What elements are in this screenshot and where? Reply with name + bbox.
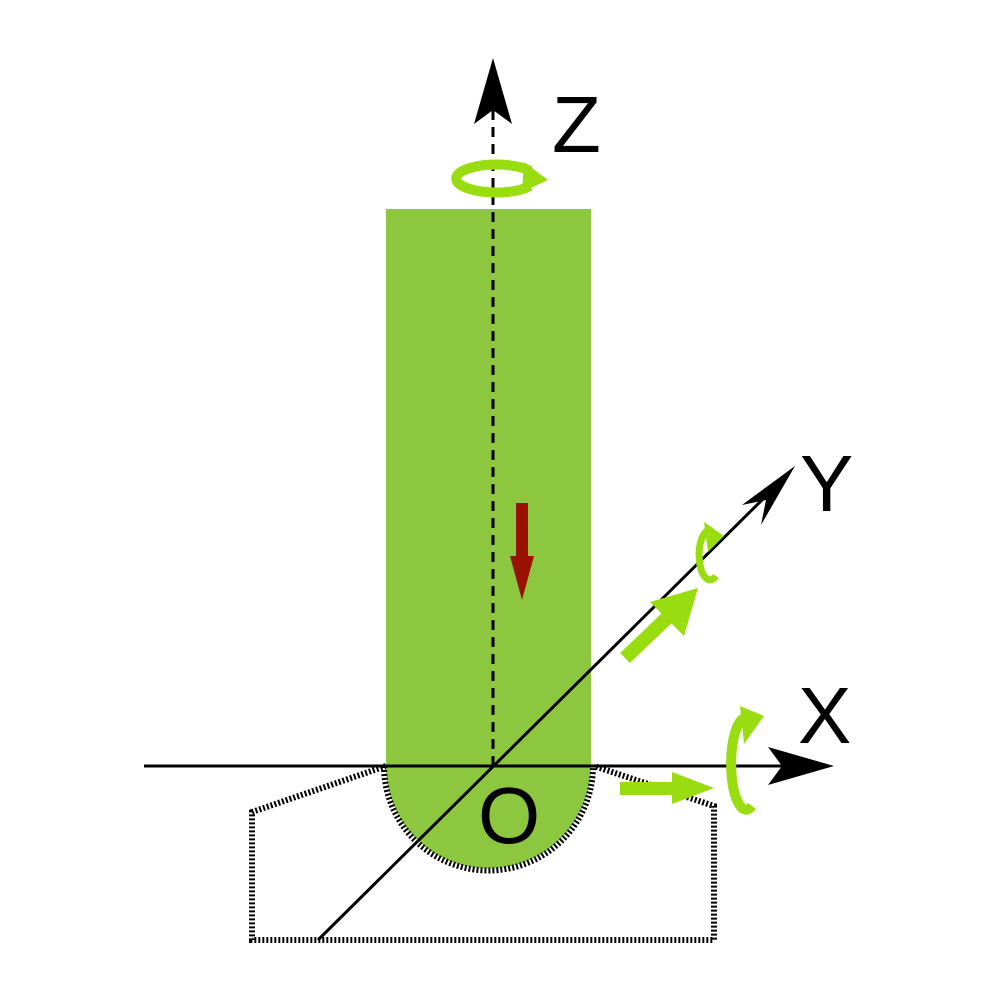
y-axis-label: Y bbox=[800, 439, 854, 528]
z-axis-arrowhead bbox=[474, 58, 512, 124]
origin-label: O bbox=[478, 771, 541, 860]
tool-body bbox=[386, 209, 591, 869]
x-rotation-icon bbox=[726, 706, 764, 815]
x-translation-arrow-icon bbox=[620, 772, 714, 804]
workpiece-outline bbox=[249, 763, 717, 943]
y-translation-arrow-icon bbox=[620, 588, 698, 664]
z-feed-arrow-icon bbox=[510, 503, 534, 600]
z-rotation-icon bbox=[451, 159, 548, 198]
x-axis-label: X bbox=[798, 671, 852, 760]
tool-tip-contact-arc bbox=[381, 765, 596, 874]
z-axis-label: Z bbox=[552, 80, 601, 169]
y-axis-line bbox=[316, 492, 770, 942]
y-axis-arrowhead bbox=[742, 466, 795, 525]
y-rotation-icon bbox=[695, 522, 724, 584]
x-axis-arrowhead bbox=[768, 747, 834, 785]
